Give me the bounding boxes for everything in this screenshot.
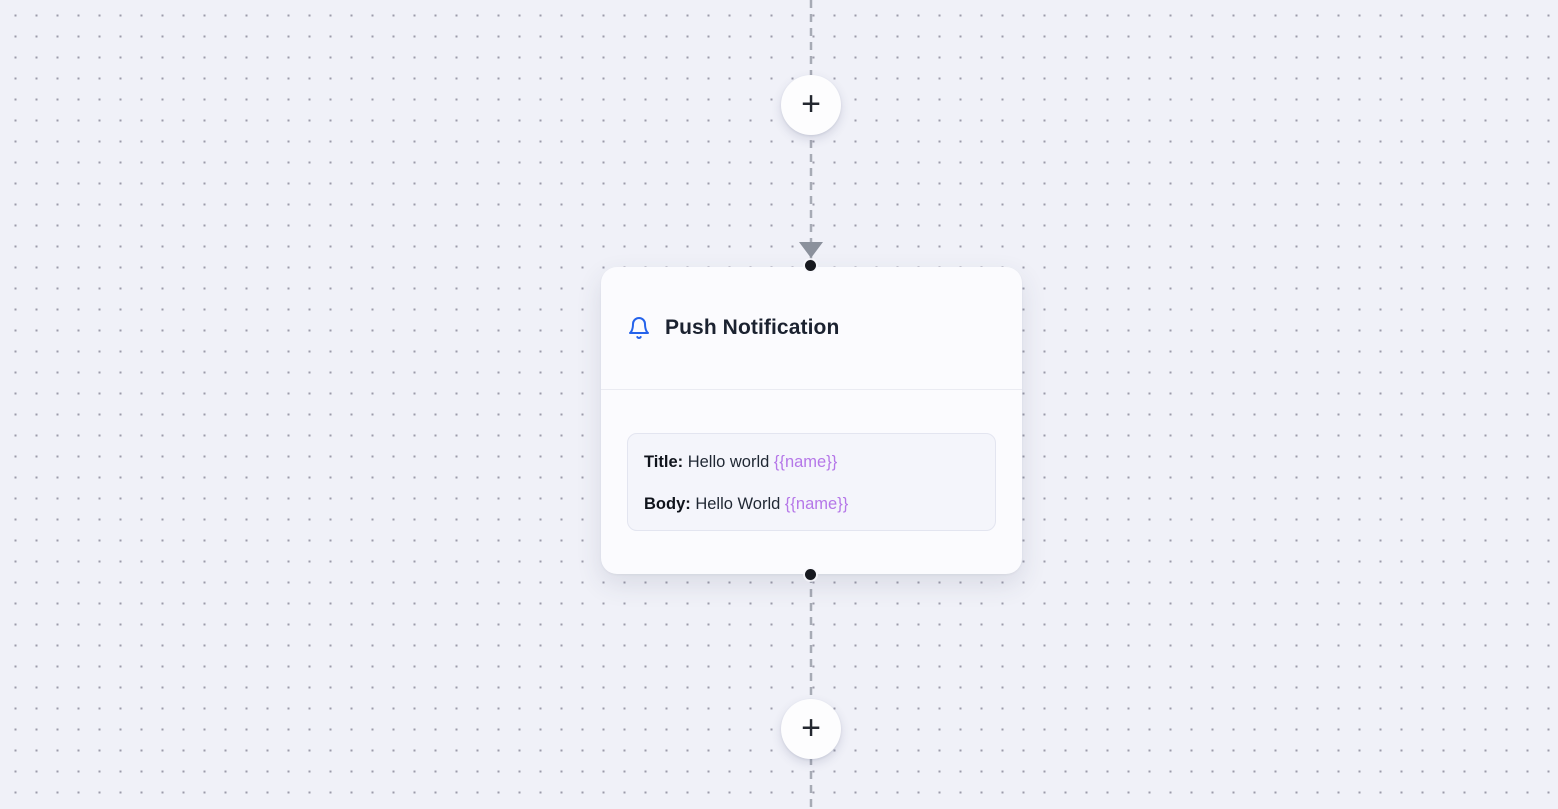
plus-icon: +	[801, 84, 821, 123]
push-notification-node[interactable]: Push Notification Title: Hello world {{n…	[601, 267, 1022, 574]
notification-preview: Title: Hello world {{name}} Body: Hello …	[627, 433, 996, 531]
add-step-button-top[interactable]: +	[781, 75, 841, 135]
divider	[601, 389, 1022, 390]
body-token: {{name}}	[784, 495, 849, 513]
node-output-handle[interactable]	[805, 569, 816, 580]
title-token: {{name}}	[773, 453, 838, 471]
arrowhead-icon	[799, 242, 823, 258]
node-body: Title: Hello world {{name}} Body: Hello …	[601, 390, 1022, 531]
preview-row-title: Title: Hello world {{name}}	[644, 450, 979, 474]
node-input-handle[interactable]	[805, 260, 816, 271]
bell-icon	[629, 317, 649, 339]
title-label: Title:	[644, 453, 684, 471]
node-header: Push Notification	[601, 267, 1022, 389]
body-text: Hello World	[690, 495, 785, 513]
add-step-button-bottom[interactable]: +	[781, 699, 841, 759]
title-text: Hello world	[683, 453, 774, 471]
body-label: Body:	[644, 495, 691, 513]
node-title: Push Notification	[665, 316, 840, 339]
plus-icon: +	[801, 708, 821, 747]
preview-row-body: Body: Hello World {{name}}	[644, 492, 979, 516]
